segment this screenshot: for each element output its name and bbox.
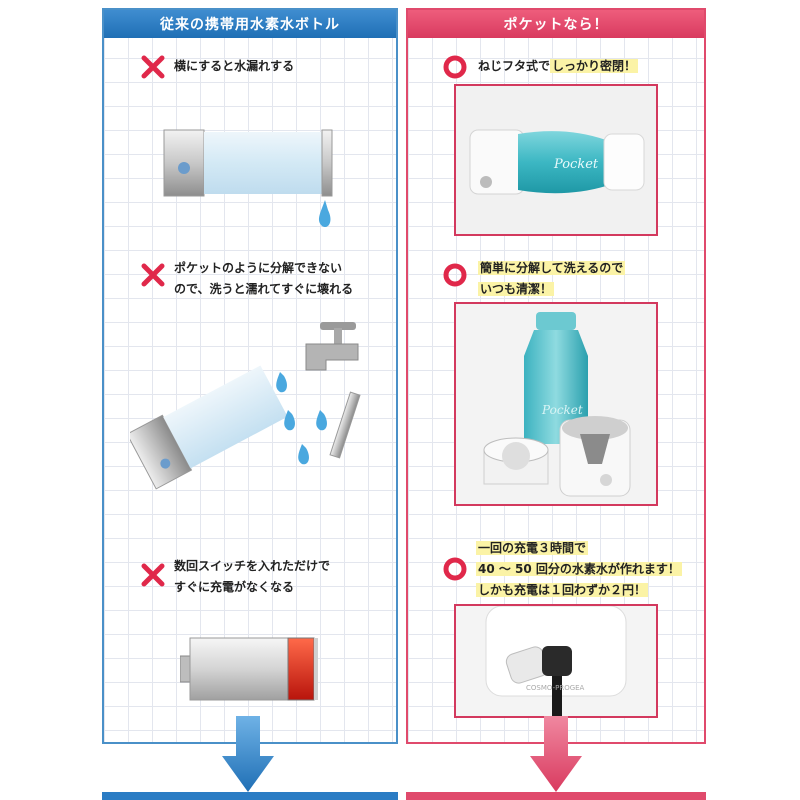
brand-label: COSMO-PROGEA: [526, 684, 585, 692]
left-bottom-bar: [102, 792, 398, 800]
battery-drains-text: 数回スイッチを入れただけで すぐに充電がなくなる: [174, 559, 331, 594]
x-mark-icon: [141, 55, 165, 79]
cannot-disassemble-text: ポケットのように分解できない ので、洗うと濡れてすぐに壊れる: [174, 261, 354, 296]
leak-when-sideways-text: 横にすると水漏れする: [174, 59, 295, 73]
circle-mark-icon: [443, 557, 467, 581]
conventional-bottle-header: 従来の携帯用水素水ボトル: [104, 10, 396, 38]
sideways-bottle-leak-illustration: [163, 129, 333, 228]
svg-text:Pocket: Pocket: [541, 403, 583, 417]
circle-mark-icon: [443, 263, 467, 287]
circle-mark-icon: [443, 55, 467, 79]
washing-bottle-illustration: [130, 322, 361, 490]
down-arrow-icon: [530, 716, 582, 792]
down-arrow-icon: [222, 716, 274, 792]
product-logo-text: Pocket: [553, 157, 599, 172]
right-bottom-bar: [406, 792, 706, 800]
x-mark-icon: [141, 263, 165, 287]
low-battery-icon: [180, 637, 318, 701]
faucet-icon: [305, 322, 359, 371]
charging-port-photo: COSMO-PROGEA: [454, 604, 658, 718]
easy-to-clean-text: 簡単に分解して洗えるので いつも清潔！: [478, 261, 626, 296]
charging-info-text: 一回の充電３時間で 40 ～ 50 回分の水素水が作れます！ しかも充電は１回わ…: [476, 541, 682, 597]
disassembled-bottle-photo: Pocket: [454, 302, 658, 506]
screw-cap-seal-text: ねじフタ式でしっかり密閉！: [478, 59, 639, 73]
sealed-bottle-photo: Pocket: [454, 84, 658, 236]
x-mark-icon: [141, 563, 165, 587]
pocket-bottle-header: ポケットなら！: [408, 10, 704, 38]
